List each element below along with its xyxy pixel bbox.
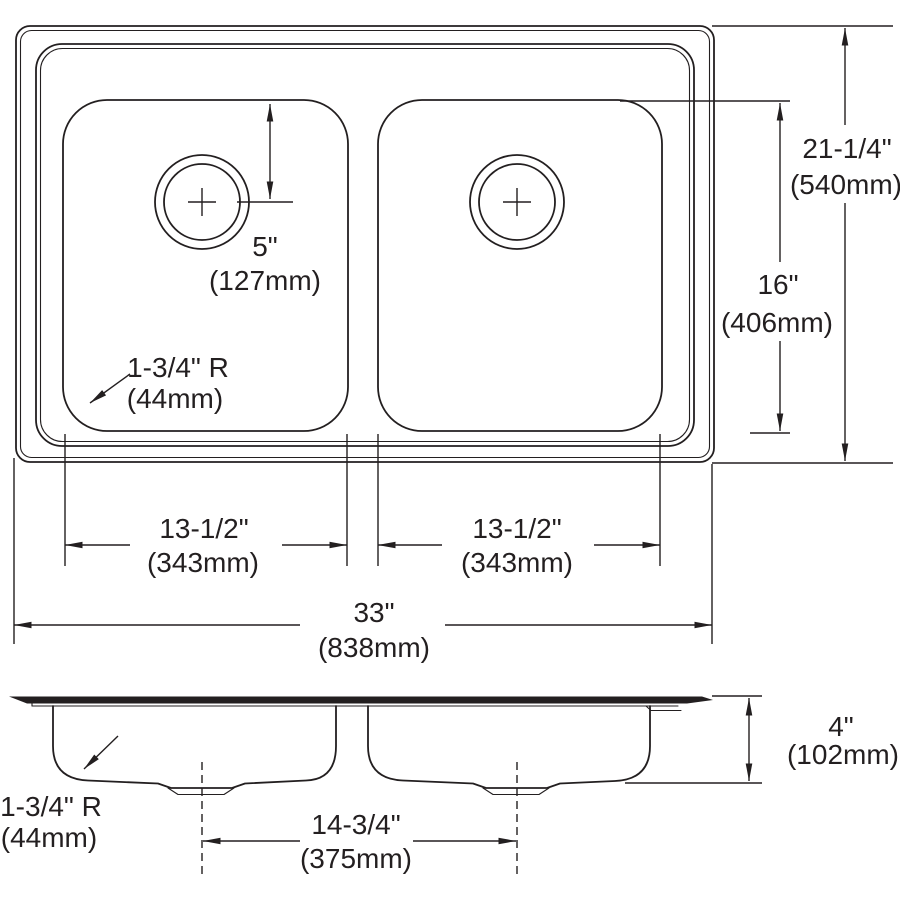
dim-bowl-front-to-back-label-mm: (406mm): [721, 307, 833, 338]
side-right-bowl-profile: [367, 705, 651, 789]
dim-drain-offset: 5" (127mm): [209, 104, 321, 296]
side-rim-step: [645, 705, 682, 712]
side-view: 14-3/4" (375mm) 4" (102mm) 1-3/4" R (44m…: [0, 695, 899, 876]
callout-corner-radius-top-label-in: 1-3/4" R: [127, 352, 229, 383]
left-bowl: [62, 99, 349, 432]
dim-bowl-depth-label-in: 4": [828, 711, 854, 742]
dim-drain-offset-label-in: 5": [252, 231, 278, 262]
right-drain-outer-ring: [469, 154, 565, 250]
dim-overall-width-label-in: 33": [353, 597, 394, 628]
right-drain-inner-ring: [478, 163, 556, 241]
left-drain: [154, 154, 250, 250]
dim-overall-front-to-back-label-mm: (540mm): [790, 169, 900, 200]
side-left-drain-fitting: [167, 787, 235, 796]
side-rim-bar: [9, 696, 713, 704]
dim-drain-spacing-label-in: 14-3/4": [311, 809, 400, 840]
dim-right-bowl-width-label-mm: (343mm): [461, 547, 573, 578]
right-drain: [469, 154, 565, 250]
callout-corner-radius-top-arrow: [89, 373, 131, 404]
dim-overall-front-to-back-label-in: 21-1/4": [802, 133, 891, 164]
callout-bottom-radius-side: 1-3/4" R (44mm): [0, 735, 119, 853]
callout-bottom-radius-side-arrow: [83, 735, 119, 770]
dim-bowl-depth-label-mm: (102mm): [787, 739, 899, 770]
dim-left-bowl-width-label-mm: (343mm): [147, 547, 259, 578]
dim-bowl-front-to-back-label-in: 16": [757, 269, 798, 300]
callout-corner-radius-top: 1-3/4" R (44mm): [89, 352, 229, 414]
dim-drain-spacing-label-mm: (375mm): [300, 843, 412, 874]
side-right-drain-fitting: [482, 787, 550, 796]
dim-drain-spacing: 14-3/4" (375mm): [203, 809, 516, 874]
dim-overall-width: 33" (838mm): [13, 458, 713, 663]
callout-corner-radius-top-label-mm: (44mm): [127, 383, 223, 414]
dim-bowl-depth: 4" (102mm): [625, 695, 899, 784]
dim-right-bowl-width-label-in: 13-1/2": [472, 513, 561, 544]
dim-overall-front-to-back: 21-1/4" (540mm): [712, 25, 900, 464]
sink-deck-inner-edge: [39, 47, 691, 443]
dim-bowl-front-to-back: 16" (406mm): [620, 100, 833, 434]
sink-deck: [35, 43, 695, 447]
callout-bottom-radius-side-label-mm: (44mm): [1, 822, 97, 853]
dim-overall-width-label-mm: (838mm): [318, 632, 430, 663]
right-bowl: [377, 99, 663, 432]
dim-right-bowl-width: 13-1/2" (343mm): [377, 434, 661, 578]
sink-outer-rim-inner-edge: [19, 29, 711, 459]
side-left-bowl-profile: [52, 705, 337, 789]
callout-bottom-radius-side-label-in: 1-3/4" R: [0, 791, 102, 822]
dim-drain-offset-label-mm: (127mm): [209, 265, 321, 296]
top-view: 5" (127mm) 1-3/4" R (44mm) 13-1/2" (343m…: [13, 25, 900, 663]
dim-left-bowl-width-label-in: 13-1/2": [159, 513, 248, 544]
sink-outer-rim: [15, 25, 715, 463]
dim-left-bowl-width: 13-1/2" (343mm): [64, 434, 348, 578]
